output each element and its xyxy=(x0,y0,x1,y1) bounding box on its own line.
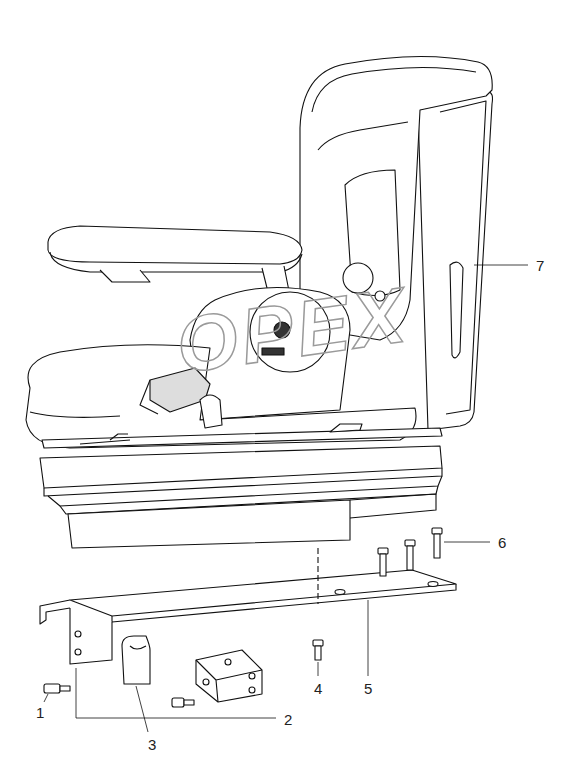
panel-edge xyxy=(440,101,486,414)
plate-edge xyxy=(44,468,442,496)
bolt xyxy=(44,684,70,693)
headrest-seam xyxy=(312,67,476,112)
slide-rail xyxy=(42,428,442,448)
backrest-seam xyxy=(318,122,408,150)
cushion-seam xyxy=(30,412,120,417)
callout-number: 6 xyxy=(498,535,506,550)
callout-number: 7 xyxy=(536,258,544,273)
bracket-hole xyxy=(75,649,81,655)
slide-lever xyxy=(80,434,130,444)
plate-hole xyxy=(428,582,438,587)
belt-anchor xyxy=(200,395,222,428)
base-edge xyxy=(350,494,436,518)
callout-number: 3 xyxy=(148,737,156,752)
bracket-hole xyxy=(203,679,209,685)
callout-number: 4 xyxy=(314,681,322,696)
belt-strap xyxy=(140,380,158,414)
clamp-bracket xyxy=(196,650,262,702)
panel-slot xyxy=(450,262,463,358)
suspension-plate xyxy=(40,446,442,488)
bolt xyxy=(172,698,194,707)
bolt xyxy=(405,540,415,570)
callout-number: 5 xyxy=(364,681,372,696)
bracket-edge xyxy=(196,660,262,702)
block-notch xyxy=(130,646,146,649)
plate-thickness xyxy=(112,584,456,622)
bracket-hole xyxy=(249,687,255,693)
callout-number: 1 xyxy=(36,705,44,720)
bolt xyxy=(313,640,323,660)
bracket-leg xyxy=(70,608,112,664)
bracket-hole xyxy=(225,659,231,665)
suspension-base xyxy=(68,500,350,548)
plate-hole xyxy=(335,590,345,595)
mounting-plate xyxy=(70,570,456,616)
watermark: OPEX xyxy=(171,275,412,385)
bracket-hole xyxy=(249,673,255,679)
armrest-pad xyxy=(48,226,302,264)
spacer-block xyxy=(122,636,150,684)
bracket-hole xyxy=(75,631,81,637)
plate-flange xyxy=(40,600,70,624)
callout-number: 2 xyxy=(284,712,292,727)
bolt xyxy=(378,548,388,576)
backrest-panel xyxy=(418,92,493,430)
assembly-line xyxy=(317,548,318,604)
bolt xyxy=(432,528,442,558)
armrest-handle xyxy=(100,270,150,282)
rail-stop xyxy=(330,424,362,432)
leader-lines xyxy=(44,265,528,732)
bellows-fold xyxy=(48,476,442,506)
